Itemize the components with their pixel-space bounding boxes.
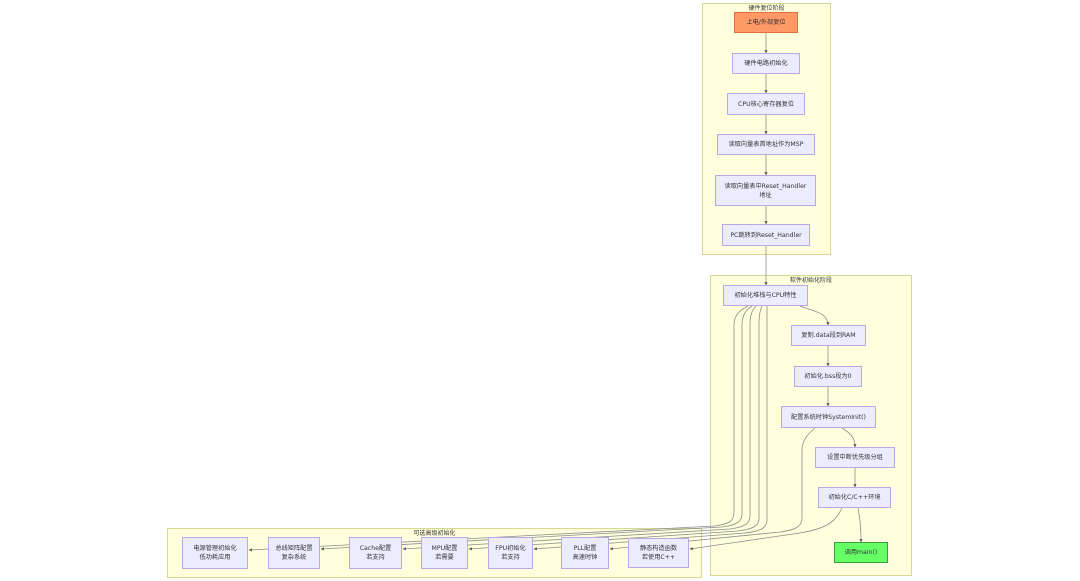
edge-init-stack-to-power-mgmt [248,305,749,552]
edge-init-stack-to-bus-matrix [320,305,753,551]
node-power-on[interactable]: 上电/外部复位 [734,12,798,33]
node-init-cpp-env[interactable]: 初始化C/C++环境 [818,487,891,508]
node-fpu-init[interactable]: FPU初始化 若支持 [488,537,533,569]
node-bus-matrix[interactable]: 总线矩阵配置 复杂系统 [268,537,320,569]
node-init-stack[interactable]: 初始化堆栈与CPU特性 [723,285,808,306]
node-static-ctors[interactable]: 静态构造函数 若使用C++ [628,538,689,568]
node-read-reset-handler[interactable]: 读取向量表中Reset_Handler 地址 [715,175,816,206]
group-title: 硬件复位阶段 [748,5,785,12]
node-call-main[interactable]: 调用main() [834,542,888,563]
node-copy-data[interactable]: 复制.data段到RAM [791,325,866,346]
node-read-msp[interactable]: 读取向量表首地址作为MSP [717,134,815,155]
group-title: 软件初始化阶段 [789,277,832,284]
node-init-bss[interactable]: 初始化.bss段为0 [794,366,862,387]
node-pc-jump[interactable]: PC跳转到Reset_Handler [722,224,810,246]
node-hw-circuit-init[interactable]: 硬件电路初始化 [732,53,800,74]
node-mpu-config[interactable]: MPU配置 若需要 [421,537,468,569]
edge-init-stack-to-cache-config [402,305,757,551]
node-cpu-reg-reset[interactable]: CPU核心寄存器复位 [727,93,805,115]
node-irq-priority[interactable]: 设置中断优先级分组 [815,447,895,468]
node-system-init[interactable]: 配置系统时钟SystemInit() [781,406,876,428]
node-power-mgmt[interactable]: 电源管理初始化 低功耗应用 [182,537,248,569]
group-title: 可选高级初始化 [413,530,456,537]
node-cache-config[interactable]: Cache配置 若支持 [349,537,402,569]
node-pll-config[interactable]: PLL配置 高速时钟 [561,537,609,569]
group-hardware-reset: 硬件复位阶段 [702,3,831,255]
